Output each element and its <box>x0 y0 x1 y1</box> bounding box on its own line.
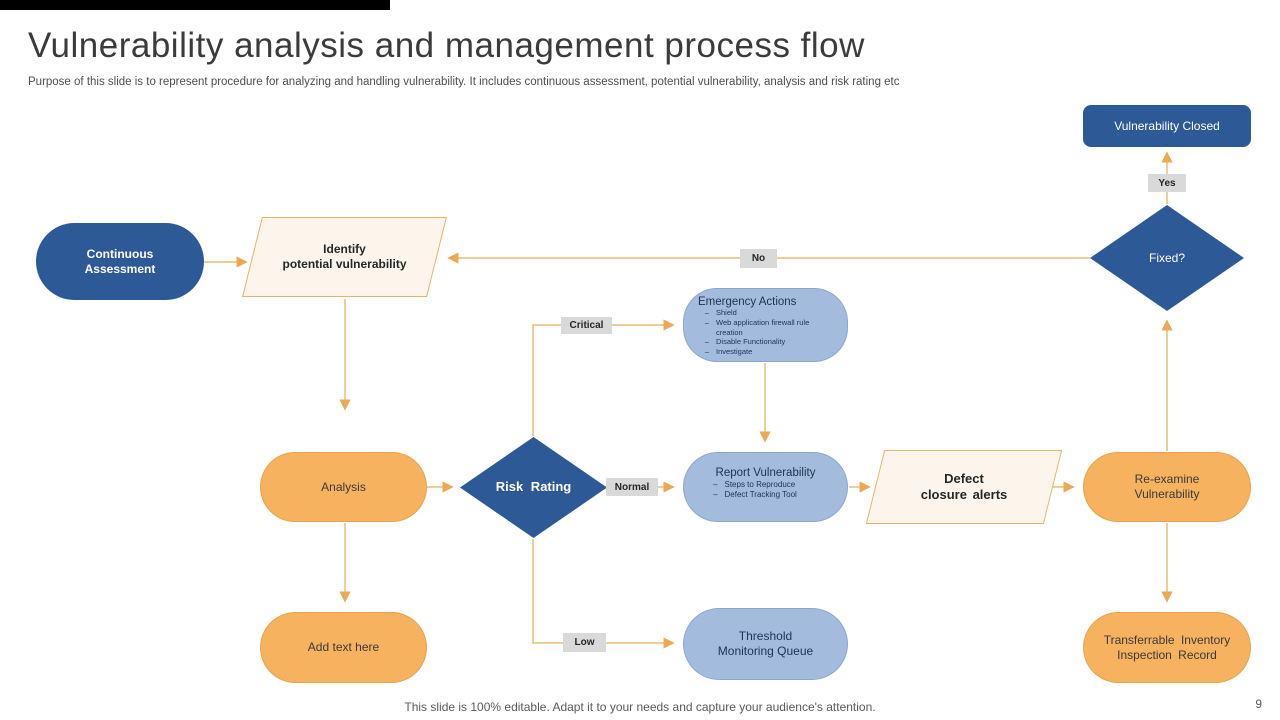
dash-bullet: – <box>704 337 710 347</box>
edge-riskrating-critical-to-emergency <box>532 319 675 436</box>
node-label: Transferrable Inventory Inspection Recor… <box>1103 632 1231 662</box>
node-emergency-actions: Emergency Actions – Shield – Web applica… <box>683 288 848 362</box>
dash-bullet: – <box>704 308 710 317</box>
node-continuous-assessment: Continuous Assessment <box>36 223 204 300</box>
edge-label-critical: Critical <box>561 317 612 334</box>
node-label: Threshold Monitoring Queue <box>717 629 814 658</box>
bullet-item: – Defect Tracking Tool <box>707 490 825 500</box>
node-title: Emergency Actions <box>698 296 797 308</box>
node-threshold-monitoring-queue: Threshold Monitoring Queue <box>683 608 848 680</box>
node-label: Re-examine Vulnerability <box>1134 472 1200 501</box>
node-label: Vulnerability Closed <box>1114 118 1220 133</box>
page-subtitle: Purpose of this slide is to represent pr… <box>28 76 900 88</box>
bullet-item: – Web application firewall rule creation <box>698 318 837 338</box>
node-re-examine-vulnerability: Re-examine Vulnerability <box>1083 452 1251 522</box>
node-defect-closure-alerts: Defect closure alerts <box>865 450 1063 524</box>
node-label: Continuous Assessment <box>84 246 156 276</box>
page-title: Vulnerability analysis and management pr… <box>28 26 865 65</box>
footer-note: This slide is 100% editable. Adapt it to… <box>404 700 876 714</box>
bullet-item: – Disable Functionality <box>698 337 837 347</box>
edge-label-low: Low <box>563 633 606 652</box>
node-add-text-here: Add text here <box>260 612 427 683</box>
node-vulnerability-closed: Vulnerability Closed <box>1083 105 1251 147</box>
edge-label-yes: Yes <box>1148 174 1186 192</box>
dash-bullet: – <box>704 317 710 327</box>
bullet-item: – Investigate <box>698 347 837 357</box>
edge-riskrating-low-to-threshold <box>532 539 675 649</box>
dash-bullet: – <box>704 347 710 356</box>
node-label: Add text here <box>307 640 380 654</box>
dash-bullet: – <box>713 480 718 489</box>
node-report-vulnerability: Report Vulnerability – Steps to Reproduc… <box>683 452 848 522</box>
node-label: Analysis <box>321 479 366 494</box>
bullet-item: – Steps to Reproduce <box>707 480 825 490</box>
node-label: Defect closure alerts <box>920 470 1008 502</box>
node-analysis: Analysis <box>260 452 427 522</box>
node-identify-potential-vulnerability: Identify potential vulnerability <box>242 217 447 297</box>
dash-bullet: – <box>713 490 718 500</box>
page-number: 9 <box>1255 697 1262 711</box>
top-accent-bar <box>0 0 390 10</box>
node-label: Fixed? <box>1148 250 1186 265</box>
node-title: Report Vulnerability <box>715 467 816 479</box>
bullet-item: – Shield <box>698 308 837 318</box>
node-transferrable-inventory-inspection-record: Transferrable Inventory Inspection Recor… <box>1083 612 1251 683</box>
node-label: Risk Rating <box>495 479 572 495</box>
edge-label-normal: Normal <box>606 478 658 496</box>
node-label: Identify potential vulnerability <box>282 242 407 271</box>
edge-label-no: No <box>740 249 777 268</box>
